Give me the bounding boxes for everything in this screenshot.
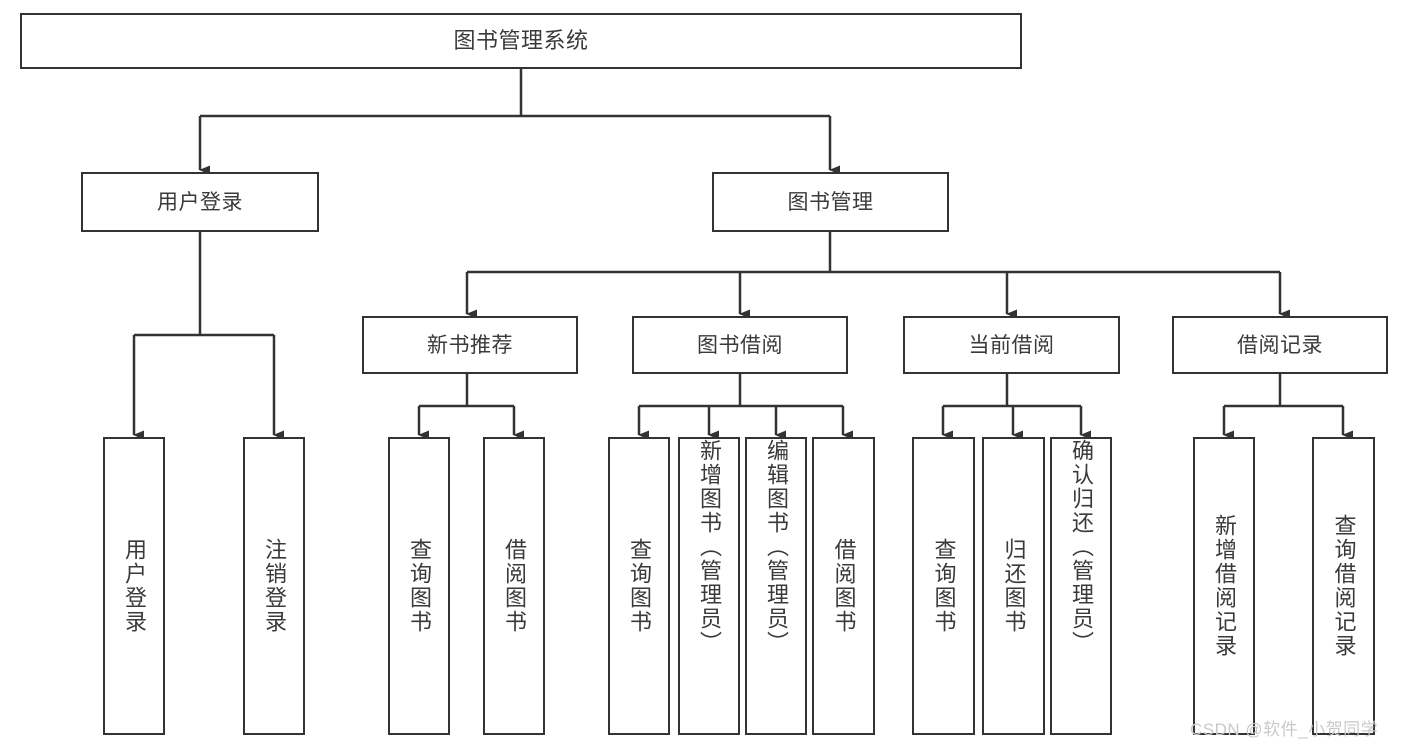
node-label: 新增借阅记录 [1212,514,1237,658]
node-label: 确认归还（管理员） [1069,439,1094,655]
node-leaf-confirm-return[interactable]: 确认归还（管理员） [1050,437,1112,735]
node-leaf-query-book-current[interactable]: 查询图书 [912,437,975,735]
node-label: 新书推荐 [427,333,513,357]
node-current-borrow[interactable]: 当前借阅 [903,316,1120,374]
node-new-book-recommend[interactable]: 新书推荐 [362,316,578,374]
node-leaf-logout[interactable]: 注销登录 [243,437,305,735]
node-leaf-borrow-book-recommend[interactable]: 借阅图书 [483,437,545,735]
node-label: 归还图书 [1001,538,1027,634]
node-label: 借阅图书 [831,538,857,634]
node-leaf-query-book-recommend[interactable]: 查询图书 [388,437,450,735]
node-label: 查询图书 [407,538,432,634]
node-leaf-query-borrow-record[interactable]: 查询借阅记录 [1312,437,1375,735]
node-leaf-add-borrow-record[interactable]: 新增借阅记录 [1193,437,1255,735]
node-label: 借阅记录 [1237,333,1323,357]
node-root[interactable]: 图书管理系统 [20,13,1022,69]
node-leaf-edit-book[interactable]: 编辑图书（管理员） [745,437,807,735]
node-borrow-record[interactable]: 借阅记录 [1172,316,1388,374]
node-label: 借阅图书 [502,538,527,634]
node-label: 查询图书 [931,538,957,634]
node-leaf-return-book[interactable]: 归还图书 [982,437,1045,735]
node-label: 用户登录 [157,190,243,214]
node-label: 图书管理系统 [453,28,589,53]
node-label: 用户登录 [122,538,147,634]
connector-lines [132,69,1353,440]
node-user-login[interactable]: 用户登录 [81,172,319,232]
node-label: 当前借阅 [968,333,1055,357]
node-label: 编辑图书（管理员） [764,439,789,655]
node-label: 查询图书 [627,538,652,634]
node-label: 图书管理 [787,190,874,214]
node-leaf-user-login[interactable]: 用户登录 [103,437,165,735]
node-leaf-borrow-book[interactable]: 借阅图书 [812,437,875,735]
node-leaf-add-book[interactable]: 新增图书（管理员） [678,437,740,735]
node-label: 新增图书（管理员） [697,439,722,655]
node-book-borrow[interactable]: 图书借阅 [632,316,848,374]
watermark-label: CSDN @软件_小贺同学 [1190,720,1379,739]
node-book-management[interactable]: 图书管理 [712,172,949,232]
node-label: 查询借阅记录 [1331,514,1357,658]
node-label: 图书借阅 [697,333,783,357]
node-leaf-query-book-borrow[interactable]: 查询图书 [608,437,670,735]
node-label: 注销登录 [262,538,287,634]
